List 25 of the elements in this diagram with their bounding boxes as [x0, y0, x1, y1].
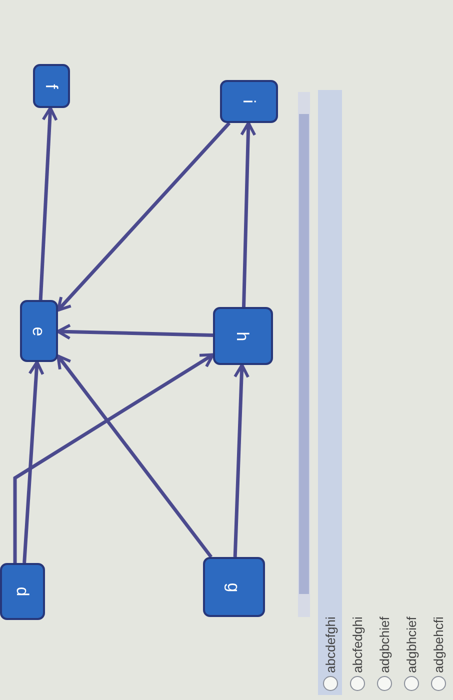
arrow [56, 324, 214, 340]
arrow [240, 122, 256, 308]
answer-option: adgbhcief [404, 616, 418, 673]
arrow [56, 354, 213, 558]
node-box [213, 307, 273, 365]
node-box [33, 64, 70, 108]
node-box [20, 300, 58, 362]
arrow [38, 106, 58, 300]
node-label: i [240, 100, 258, 104]
node-label: h [234, 331, 252, 341]
answer-option: abcfedghi [350, 616, 364, 673]
node-box [220, 80, 278, 123]
node-box [0, 563, 45, 620]
arrow [22, 360, 44, 564]
answer-option: adgbchief [376, 616, 392, 673]
node-label: e [30, 326, 48, 336]
answer-option: adgbehcfi [430, 616, 446, 673]
arrow [13, 353, 214, 563]
node-box [203, 557, 265, 617]
arrow [233, 364, 250, 558]
arrow [56, 122, 231, 312]
node-label: g [226, 582, 242, 592]
node-label: f [43, 84, 60, 88]
node-label: d [14, 586, 31, 596]
answer-option: abcdefghi [322, 616, 338, 673]
